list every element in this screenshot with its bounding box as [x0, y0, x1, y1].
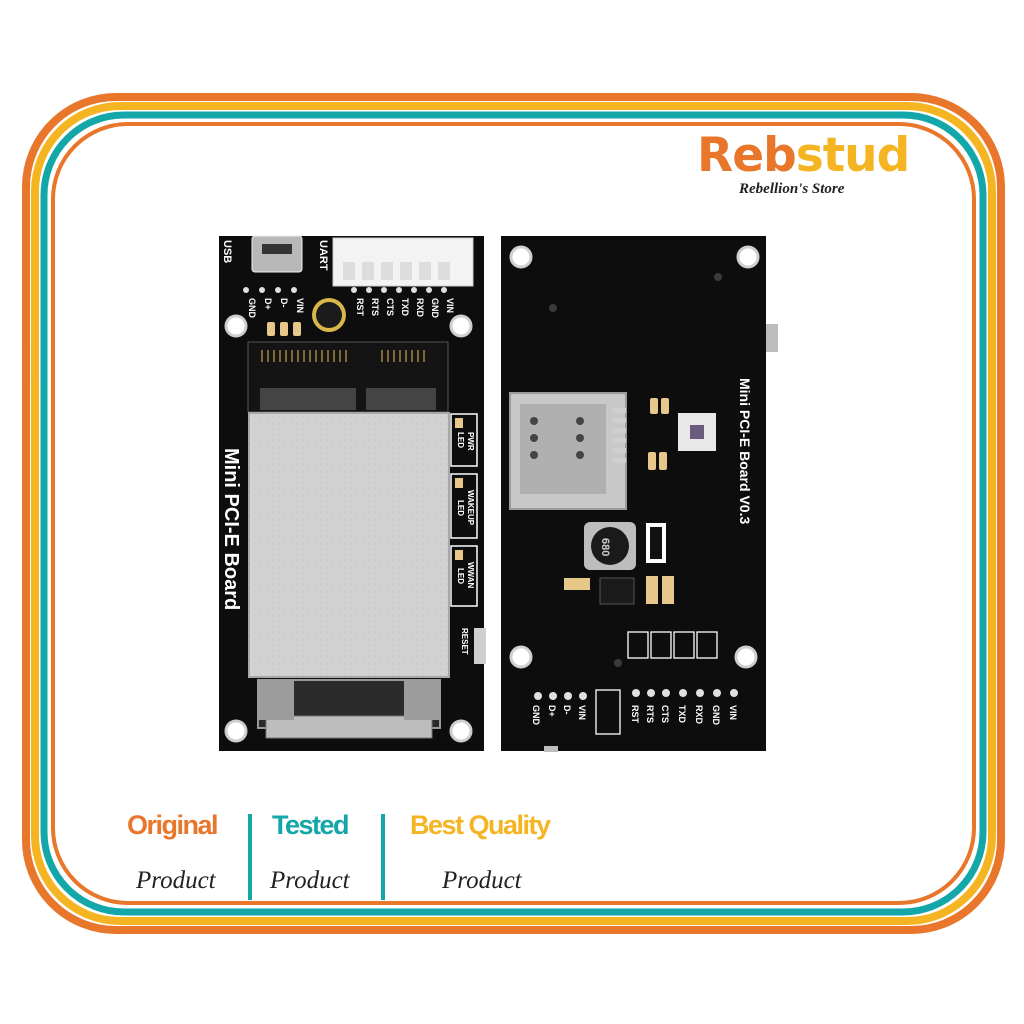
- front-led-label: PWR: [466, 432, 475, 451]
- badge-divider: [381, 814, 385, 900]
- front-uart-pin: RXD: [415, 298, 425, 318]
- brand-name-part1: Reb: [697, 128, 797, 183]
- back-board: 680 GND D+ D- VIN RST RTS CTS: [501, 236, 778, 752]
- back-usb-pin: VIN: [577, 705, 587, 720]
- front-uart-pin: RTS: [370, 298, 380, 316]
- back-usb-pin: D+: [547, 705, 557, 717]
- back-usb-pin: GND: [531, 705, 541, 726]
- front-usb-pin: GND: [247, 298, 257, 319]
- back-board-title: Mini PCI-E Board V0.3: [737, 378, 753, 524]
- back-uart-pin: RXD: [694, 705, 704, 725]
- brand-logo: Rebstud: [697, 132, 910, 179]
- back-uart-pin: RST: [630, 705, 640, 724]
- front-uart-pin: TXD: [400, 298, 410, 317]
- front-uart-pin: RST: [355, 298, 365, 317]
- front-led-label: WAKEUP: [466, 490, 475, 526]
- front-usb-label: USB: [221, 240, 233, 263]
- front-usb-pin: VIN: [295, 298, 305, 313]
- back-uart-pin: TXD: [677, 705, 687, 724]
- back-uart-pin: CTS: [660, 705, 670, 723]
- badge-quality-title: Best Quality: [410, 810, 551, 840]
- back-usb-pin: D-: [562, 705, 572, 715]
- brand-name-part2: stud: [795, 128, 911, 183]
- front-uart-pin: VIN: [445, 298, 455, 313]
- front-usb-pin: D-: [279, 298, 289, 308]
- badge-tested-subtitle: Product: [270, 867, 350, 894]
- front-led-label: LED: [456, 432, 465, 448]
- badge-original-subtitle: Product: [136, 867, 216, 894]
- inductor-marking: 680: [599, 538, 611, 556]
- brand-tagline: Rebellion's Store: [739, 181, 845, 197]
- front-uart-pin: CTS: [385, 298, 395, 316]
- badge-original-title: Original: [127, 810, 219, 840]
- badge-tested-title: Tested: [272, 810, 350, 840]
- front-reset-label: RESET: [460, 628, 469, 655]
- badge-divider: [248, 814, 252, 900]
- back-uart-pin: GND: [711, 705, 721, 726]
- front-led-label: LED: [456, 568, 465, 584]
- front-uart-label: UART: [317, 240, 329, 271]
- badge-quality-subtitle: Product: [442, 867, 522, 894]
- front-board: USB UART GND D+ D- VIN RST RTS CTS TXD R…: [219, 235, 486, 751]
- back-uart-pin: RTS: [645, 705, 655, 723]
- back-uart-pin: VIN: [728, 705, 738, 720]
- front-led-label: LED: [456, 500, 465, 516]
- front-usb-pin: D+: [263, 298, 273, 310]
- front-board-title: Mini PCI-E Board: [220, 448, 242, 610]
- front-led-label: WWAN: [466, 562, 475, 588]
- front-uart-pin: GND: [430, 298, 440, 319]
